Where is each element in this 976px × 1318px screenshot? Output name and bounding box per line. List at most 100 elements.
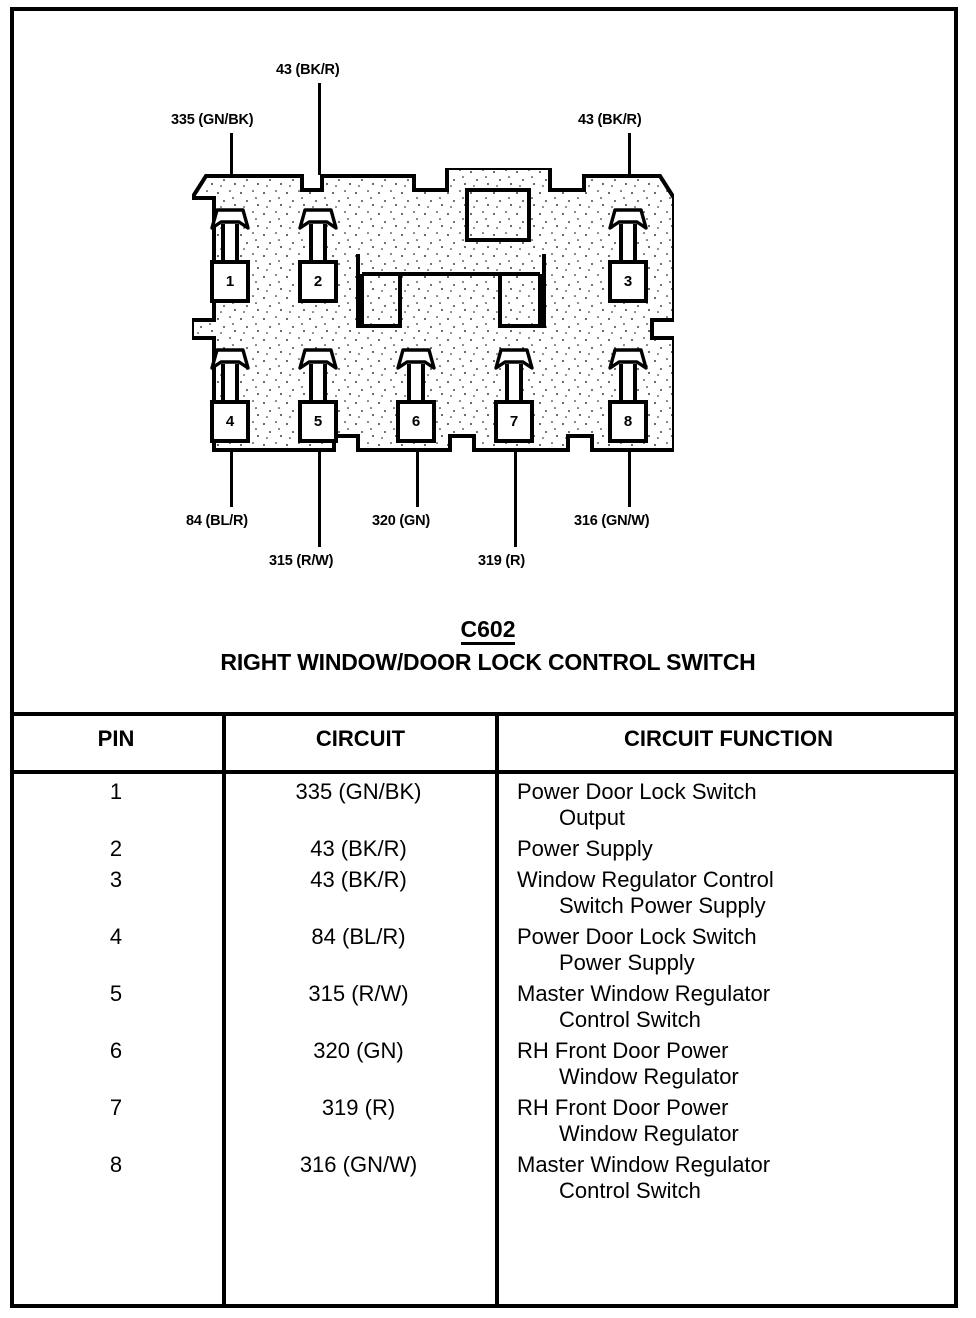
terminal-shaft (619, 364, 637, 404)
cell-pin: 3 (109, 867, 123, 892)
terminal-shaft (221, 224, 239, 264)
cell-pin: 5 (109, 981, 123, 1006)
table-column-rule-1 (222, 716, 226, 1308)
terminal-number-box: 8 (608, 400, 648, 443)
terminal-head-icon (494, 348, 534, 370)
function-line-2: Control Switch (559, 1178, 701, 1203)
cell-function: Power Door Lock Switch Power Supply (495, 919, 958, 976)
terminal-number-box: 3 (608, 260, 648, 303)
cell-pin: 8 (109, 1152, 123, 1177)
terminal-head-icon (210, 208, 250, 230)
lead-line-pin6 (416, 452, 419, 507)
function-line-1: Window Regulator Control (517, 867, 774, 892)
lead-line-pin1 (230, 133, 233, 175)
terminal-number-box: 1 (210, 260, 250, 303)
terminal-number-box: 6 (396, 400, 436, 443)
cell-circuit: 316 (GN/W) (299, 1152, 418, 1177)
cell-function: Window Regulator Control Switch Power Su… (495, 862, 958, 919)
connector-housing: 1 2 3 4 (192, 168, 674, 458)
function-line-1: Power Door Lock Switch (517, 779, 757, 804)
terminal-number-box: 5 (298, 400, 338, 443)
function-line-1: Power Supply (517, 836, 653, 861)
lead-line-pin4 (230, 452, 233, 507)
column-header-function: CIRCUIT FUNCTION (624, 726, 833, 751)
terminal-head-icon (298, 348, 338, 370)
table-body: 1 335 (GN/BK) Power Door Lock Switch Out… (10, 774, 958, 1204)
lead-line-pin5 (318, 452, 321, 547)
terminal-head-icon (608, 208, 648, 230)
function-line-1: Power Door Lock Switch (517, 924, 757, 949)
cell-function: RH Front Door Power Window Regulator (495, 1090, 958, 1147)
terminal-number-box: 4 (210, 400, 250, 443)
cell-circuit: 319 (R) (321, 1095, 396, 1120)
lead-line-pin7 (514, 452, 517, 547)
terminal-number-box: 7 (494, 400, 534, 443)
table-row: 1 335 (GN/BK) Power Door Lock Switch Out… (10, 774, 958, 831)
wire-label-316: 316 (GN/W) (574, 513, 650, 529)
terminal-pin-4: 4 (208, 346, 252, 443)
terminal-pin-1: 1 (208, 206, 252, 303)
terminal-pin-3: 3 (606, 206, 650, 303)
function-line-1: RH Front Door Power (517, 1095, 729, 1120)
wire-label-335: 335 (GN/BK) (171, 112, 254, 128)
table-row: 3 43 (BK/R) Window Regulator Control Swi… (10, 862, 958, 919)
wire-label-43-pin2: 43 (BK/R) (276, 62, 340, 78)
table-column-rule-2 (495, 716, 499, 1308)
cell-function: RH Front Door Power Window Regulator (495, 1033, 958, 1090)
terminal-shaft (505, 364, 523, 404)
terminal-head-icon (210, 348, 250, 370)
terminal-pin-6: 6 (394, 346, 438, 443)
cell-circuit: 315 (R/W) (308, 981, 409, 1006)
function-line-2: Window Regulator (559, 1121, 739, 1146)
connector-diagram: 335 (GN/BK) 43 (BK/R) 43 (BK/R) 84 (BL/R… (0, 62, 976, 676)
lead-line-pin2 (318, 83, 321, 175)
wire-label-84: 84 (BL/R) (186, 513, 248, 529)
page-border (10, 7, 958, 1308)
function-line-2: Control Switch (559, 1007, 701, 1032)
cell-circuit: 335 (GN/BK) (295, 779, 422, 804)
diagram-title-block: C602 RIGHT WINDOW/DOOR LOCK CONTROL SWIT… (0, 617, 976, 676)
cell-function: Master Window Regulator Control Switch (495, 976, 958, 1033)
wire-label-315: 315 (R/W) (269, 553, 334, 569)
function-line-2: Window Regulator (559, 1064, 739, 1089)
terminal-shaft (619, 224, 637, 264)
cell-function: Power Supply (495, 831, 958, 862)
table-row: 4 84 (BL/R) Power Door Lock Switch Power… (10, 919, 958, 976)
table-row: 2 43 (BK/R) Power Supply (10, 831, 958, 862)
function-line-2: Switch Power Supply (559, 893, 766, 918)
terminal-shaft (221, 364, 239, 404)
function-line-2: Output (559, 805, 626, 830)
cell-function: Power Door Lock Switch Output (495, 774, 958, 831)
terminal-head-icon (298, 208, 338, 230)
terminal-pin-2: 2 (296, 206, 340, 303)
terminal-shaft (407, 364, 425, 404)
cell-pin: 4 (109, 924, 123, 949)
function-line-1: Master Window Regulator (517, 1152, 771, 1177)
terminal-shaft (309, 224, 327, 264)
function-line-2: Power Supply (559, 950, 695, 975)
cell-pin: 2 (109, 836, 123, 861)
pinout-table: PIN CIRCUIT CIRCUIT FUNCTION 1 335 (GN/B… (10, 712, 958, 1308)
cell-circuit: 43 (BK/R) (310, 836, 407, 861)
terminal-pin-7: 7 (492, 346, 536, 443)
connector-id-label: C602 (460, 617, 516, 646)
table-header-rule (10, 770, 958, 774)
terminal-head-icon (608, 348, 648, 370)
wire-label-320: 320 (GN) (372, 513, 431, 529)
table-row: 6 320 (GN) RH Front Door Power Window Re… (10, 1033, 958, 1090)
table-row: 8 316 (GN/W) Master Window Regulator Con… (10, 1147, 958, 1204)
connector-title-label: RIGHT WINDOW/DOOR LOCK CONTROL SWITCH (220, 649, 756, 676)
cell-circuit: 84 (BL/R) (311, 924, 406, 949)
cell-pin: 6 (109, 1038, 123, 1063)
table-row: 7 319 (R) RH Front Door Power Window Reg… (10, 1090, 958, 1147)
wire-label-43-pin3: 43 (BK/R) (578, 112, 642, 128)
column-header-pin: PIN (97, 726, 135, 751)
wire-label-319: 319 (R) (478, 553, 525, 569)
function-line-1: Master Window Regulator (517, 981, 771, 1006)
column-header-circuit: CIRCUIT (315, 726, 406, 751)
terminal-number-box: 2 (298, 260, 338, 303)
lead-line-pin3 (628, 133, 631, 175)
cell-pin: 7 (109, 1095, 123, 1120)
terminal-head-icon (396, 348, 436, 370)
cell-function: Master Window Regulator Control Switch (495, 1147, 958, 1204)
